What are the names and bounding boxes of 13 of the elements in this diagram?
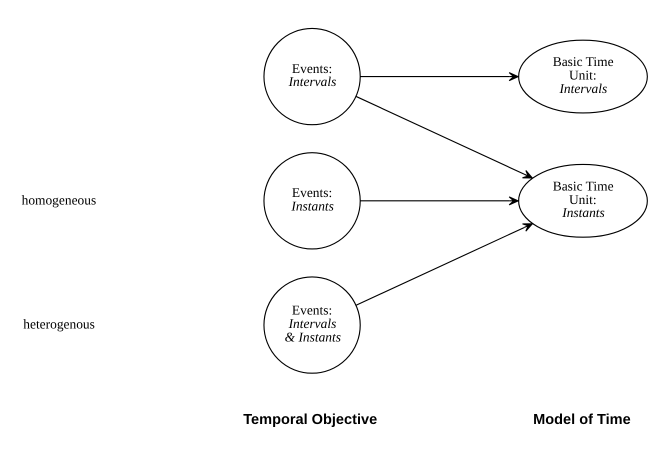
node-circle: Events: Intervals & Instants xyxy=(263,276,361,374)
label: heterogenous xyxy=(23,316,95,332)
label: homogeneous xyxy=(22,192,96,207)
arrow xyxy=(356,222,533,306)
node-circle: Events: Instants xyxy=(263,152,361,250)
node-circle: Events: Intervals xyxy=(263,27,361,125)
node-ellipse: Basic Time Unit: Intervals xyxy=(518,39,648,114)
label: Temporal Objective xyxy=(243,412,378,428)
node-ellipse: Basic Time Unit: Instants xyxy=(518,163,648,238)
arrow xyxy=(360,72,519,81)
arrow xyxy=(356,95,533,178)
arrow xyxy=(360,196,519,205)
label: Model of Time xyxy=(533,412,631,428)
